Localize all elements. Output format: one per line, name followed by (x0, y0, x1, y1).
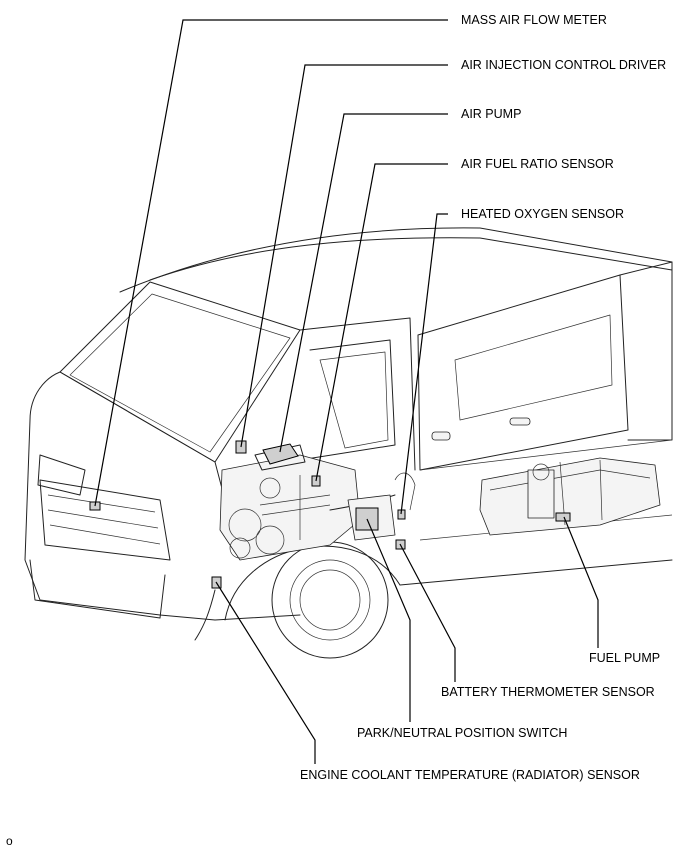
van-body-illustration (24, 227, 673, 659)
mass-air-flow-meter-label: MASS AIR FLOW METER (461, 13, 607, 27)
park-neutral-position-switch-label: PARK/NEUTRAL POSITION SWITCH (357, 726, 567, 740)
park-neutral-position-switch-leader (366, 518, 411, 722)
fuel-pump-label: FUEL PUMP (589, 651, 660, 665)
engine-coolant-temperature-sensor-leader (215, 581, 316, 764)
leader-lines (94, 19, 599, 764)
fuel-tank-illustration (479, 457, 661, 536)
air-fuel-ratio-sensor-leader (315, 163, 448, 482)
battery-thermometer-sensor-label: BATTERY THERMOMETER SENSOR (441, 685, 655, 699)
heated-oxygen-sensor-label: HEATED OXYGEN SENSOR (461, 207, 624, 221)
heated-oxygen-sensor-leader (400, 213, 448, 515)
engine-coolant-temperature-sensor-label: ENGINE COOLANT TEMPERATURE (RADIATOR) SE… (300, 768, 640, 782)
air-injection-control-driver-leader (240, 64, 448, 448)
fuel-pump-marker (555, 512, 571, 522)
air-injection-control-driver-label: AIR INJECTION CONTROL DRIVER (461, 58, 666, 72)
air-pump-leader (279, 113, 448, 453)
fuel-pump-leader (563, 516, 599, 648)
air-fuel-ratio-sensor-label: AIR FUEL RATIO SENSOR (461, 157, 614, 171)
engine-illustration (194, 444, 416, 641)
battery-thermometer-sensor-leader (399, 543, 456, 682)
air-pump-label: AIR PUMP (461, 107, 521, 121)
footer-mark: o (6, 834, 13, 848)
callout-labels: MASS AIR FLOW METER AIR INJECTION CONTRO… (300, 13, 666, 782)
mass-air-flow-meter-leader (94, 19, 448, 507)
